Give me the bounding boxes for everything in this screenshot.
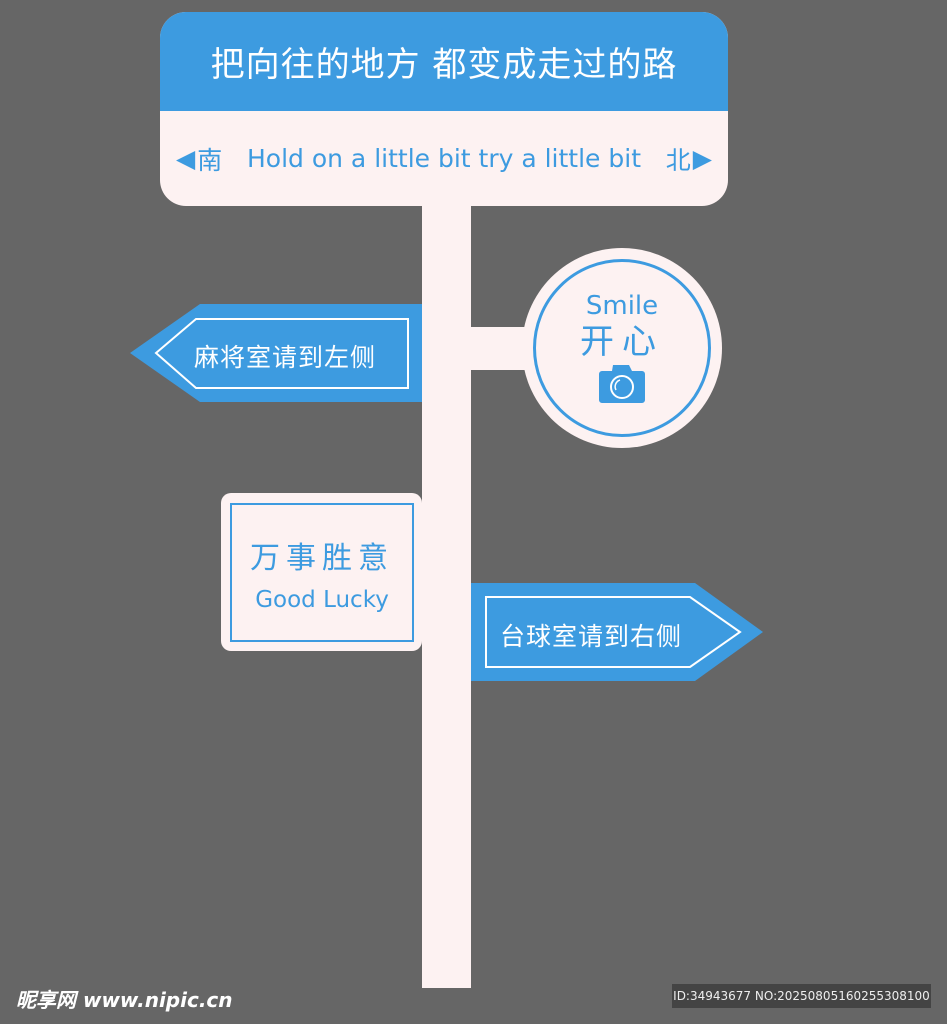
left-arrow-outline [154,318,409,389]
sign-pole [422,206,471,988]
top-sign-subtitle: Hold on a little bit try a little bit [246,144,642,173]
left-arrow-sign [130,304,422,402]
south-direction: ◀南 [176,144,223,175]
good-luck-card-inner: 万事胜意 Good Lucky [230,503,414,642]
circle-sign-ring: Smile 开心 [533,259,711,437]
top-sign-subrow: ◀南 Hold on a little bit try a little bit… [160,111,728,206]
right-arrow-outline [485,596,742,668]
good-luck-card: 万事胜意 Good Lucky [221,493,422,651]
card-english-text: Good Lucky [255,586,389,613]
kaixin-text: 开心 [580,322,664,362]
right-arrow-sign [471,583,763,681]
card-chinese-text: 万事胜意 [250,540,394,576]
circle-sign: Smile 开心 [522,248,722,448]
north-direction: 北▶ [665,144,712,175]
left-triangle-icon: ◀ [176,144,196,173]
right-triangle-icon: ▶ [692,144,712,173]
smile-text: Smile [585,291,659,321]
right-arrow-label: 台球室请到右侧 [500,622,683,651]
top-sign-title: 把向往的地方 都变成走过的路 [160,12,728,111]
camera-icon [599,365,645,403]
circle-sign-arm [470,327,530,370]
top-sign: 把向往的地方 都变成走过的路 ◀南 Hold on a little bit t… [160,12,728,206]
left-arrow-label: 麻将室请到左侧 [194,343,377,372]
watermark-logo: 昵享网 www.nipic.cn [16,988,233,1012]
watermark-id: ID:34943677 NO:20250805160255308100 [672,984,931,1008]
